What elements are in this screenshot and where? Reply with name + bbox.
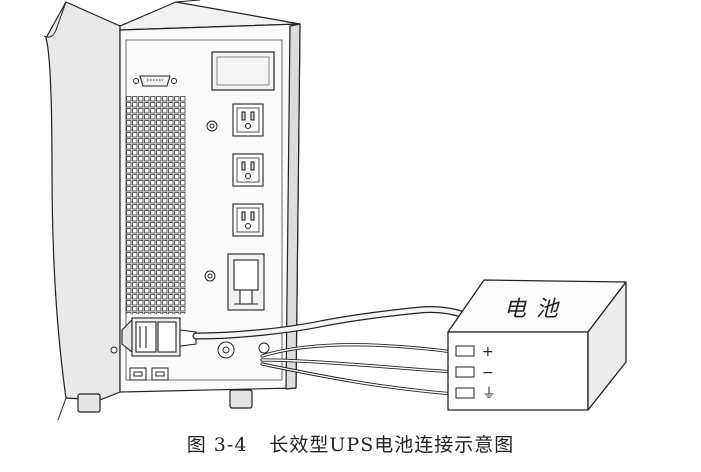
- cover-plate: [211, 51, 275, 91]
- svg-text:−: −: [482, 365, 494, 381]
- small-screw-left: [110, 346, 118, 354]
- network-port-right: [151, 367, 169, 381]
- screw-lower: [204, 270, 216, 282]
- battery-cables: [260, 343, 456, 396]
- output-socket-3: [232, 203, 264, 237]
- cable-gland: [258, 342, 270, 354]
- power-switch-knob: [217, 341, 235, 359]
- ups-foot-left: [77, 393, 101, 413]
- ups-right-edge: [285, 23, 301, 390]
- battery-terminal-ground: ⏚: [455, 386, 496, 402]
- figure-caption: 图 3-4 长效型UPS电池连接示意图: [0, 430, 701, 457]
- figure-number: 图 3-4: [186, 434, 248, 456]
- svg-text:+: +: [482, 344, 494, 360]
- battery-terminal-negative: −: [455, 365, 494, 381]
- db9-serial-port: [133, 75, 177, 87]
- svg-text:⏚: ⏚: [482, 386, 496, 402]
- ups-foot-right: [229, 389, 253, 409]
- ups-top-line: [175, 0, 201, 3]
- battery-terminal-positive: +: [455, 344, 494, 360]
- ups-floor-line: [57, 397, 67, 421]
- output-socket-2: [232, 153, 264, 187]
- ups-side-panel: [45, 1, 121, 401]
- input-plug: [121, 317, 197, 357]
- output-socket-1: [232, 103, 264, 137]
- ventilation-grille: [126, 96, 186, 314]
- battery-connector-socket: [227, 253, 265, 311]
- screw-upper: [206, 120, 218, 132]
- ups-outer-line: [43, 1, 67, 38]
- network-port-left: [129, 367, 147, 381]
- battery-box: [447, 279, 627, 411]
- battery-box-side: [587, 281, 627, 411]
- battery-label: 电池: [504, 297, 568, 322]
- figure-title: 长效型UPS电池连接示意图: [269, 434, 515, 456]
